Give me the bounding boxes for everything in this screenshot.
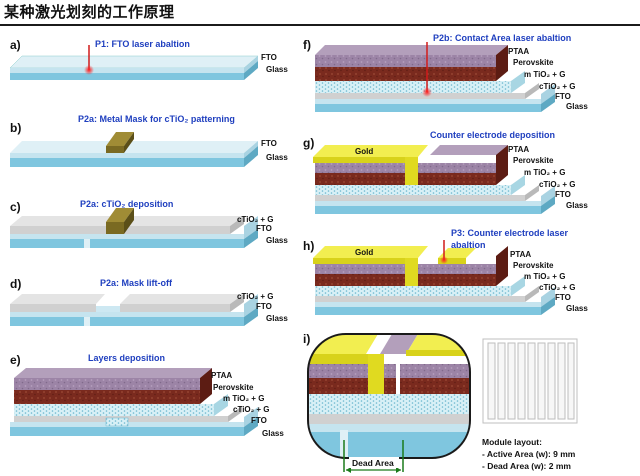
panel-b-caption: P2a: Metal Mask for cTiO₂ patterning [78, 114, 235, 124]
layer-label: m TiO₂ + G [524, 272, 565, 281]
panel-h-letter: h) [303, 239, 314, 253]
panel-c: c) P2a: cTiO₂ deposition cTiO₂ + G FTO G… [10, 199, 288, 248]
layer-label: cTiO₂ + G [237, 215, 274, 224]
layer-label: FTO [256, 224, 272, 233]
layer-label: Perovskite [513, 58, 554, 67]
panel-g-letter: g) [303, 136, 314, 150]
panel-h: h) P3: Counter electrode laser abaltion … [303, 228, 588, 315]
layer-label: FTO [555, 92, 571, 101]
layer-label: FTO [251, 416, 267, 425]
mtio2-layer [14, 404, 214, 416]
glass-layer [10, 73, 244, 80]
layer-label: Glass [566, 304, 588, 313]
panel-c-letter: c) [10, 200, 21, 214]
layer-label: Glass [566, 201, 588, 210]
panel-e-letter: e) [10, 353, 21, 367]
panel-h-caption-line2: abaltion [451, 240, 486, 250]
panel-c-caption: P2a: cTiO₂ deposition [80, 199, 173, 209]
dead-area-label: Dead Area [352, 458, 394, 468]
panel-h-caption-line1: P3: Counter electrode laser [451, 228, 569, 238]
gold-layer [313, 157, 418, 163]
module-cells [487, 342, 575, 420]
panel-b-letter: b) [10, 121, 21, 135]
ptaa-layer [14, 378, 200, 390]
layer-label: cTiO₂ + G [539, 82, 576, 91]
layer-label: PTAA [211, 371, 232, 380]
layer-label: m TiO₂ + G [524, 168, 565, 177]
layer-label: FTO [555, 293, 571, 302]
layer-label: Glass [266, 153, 288, 162]
layer-label: cTiO₂ + G [237, 292, 274, 301]
layer-label: cTiO₂ + G [539, 180, 576, 189]
layer-label: PTAA [510, 250, 531, 259]
layer-label: Glass [266, 65, 288, 74]
title-rule [0, 24, 640, 26]
laser-spot [84, 65, 94, 75]
layer-label: Perovskite [513, 261, 554, 270]
gold-label: Gold [355, 147, 373, 156]
layer-label: PTAA [508, 47, 529, 56]
panel-g-caption: Counter electrode deposition [430, 130, 555, 140]
panel-f-caption: P2b: Contact Area laser abaltion [433, 33, 571, 43]
panel-e: e) Layers deposition PTAA Perovskite m T… [10, 353, 284, 438]
perovskite-layer [14, 390, 200, 404]
layer-label: Glass [262, 429, 284, 438]
layer-label: Perovskite [513, 156, 554, 165]
layer-label: FTO [555, 190, 571, 199]
layer-label: FTO [261, 53, 277, 62]
panel-d: d) P2a: Mask lift-off cTiO₂ + G FTO Glas… [10, 277, 288, 326]
layer-label: cTiO₂ + G [233, 405, 270, 414]
layer-label: m TiO₂ + G [223, 394, 264, 403]
panel-i: i) Dead Area [303, 332, 471, 473]
layer-label: PTAA [508, 145, 529, 154]
panel-g: g) Counter electrode deposition Gold PTA… [303, 130, 588, 214]
layer-label: Glass [266, 236, 288, 245]
module-heading: Module layout: [482, 437, 542, 447]
panel-i-letter: i) [303, 332, 310, 346]
layer-label: FTO [261, 139, 277, 148]
panel-f: f) P2b: Contact Area laser abaltion PTAA… [303, 33, 588, 112]
metal-mask [106, 132, 134, 146]
panel-a-letter: a) [10, 38, 21, 52]
layer-label: m TiO₂ + G [524, 70, 565, 79]
panel-a-caption: P1: FTO laser abaltion [95, 39, 190, 49]
layer-label: Perovskite [213, 383, 254, 392]
module-dead-area: - Dead Area (w): 2 mm [482, 461, 571, 471]
panel-d-letter: d) [10, 277, 21, 291]
panel-a: a) P1: FTO laser abaltion FTO Glass [9, 38, 288, 80]
panel-f-letter: f) [303, 38, 311, 52]
panel-d-caption: P2a: Mask lift-off [100, 278, 173, 288]
fto-layer [10, 68, 244, 73]
layer-label: Glass [266, 314, 288, 323]
panel-e-caption: Layers deposition [88, 353, 165, 363]
module-layout: Module layout: - Active Area (w): 9 mm -… [482, 338, 578, 471]
layer-label: cTiO₂ + G [539, 283, 576, 292]
layer-label: FTO [256, 302, 272, 311]
page-title: 某种激光划刻的工作原理 [4, 3, 175, 21]
gold-label: Gold [355, 248, 373, 257]
module-active-area: - Active Area (w): 9 mm [482, 449, 576, 459]
layer-label: Glass [566, 102, 588, 111]
panel-b: b) P2a: Metal Mask for cTiO₂ patterning … [10, 114, 288, 167]
